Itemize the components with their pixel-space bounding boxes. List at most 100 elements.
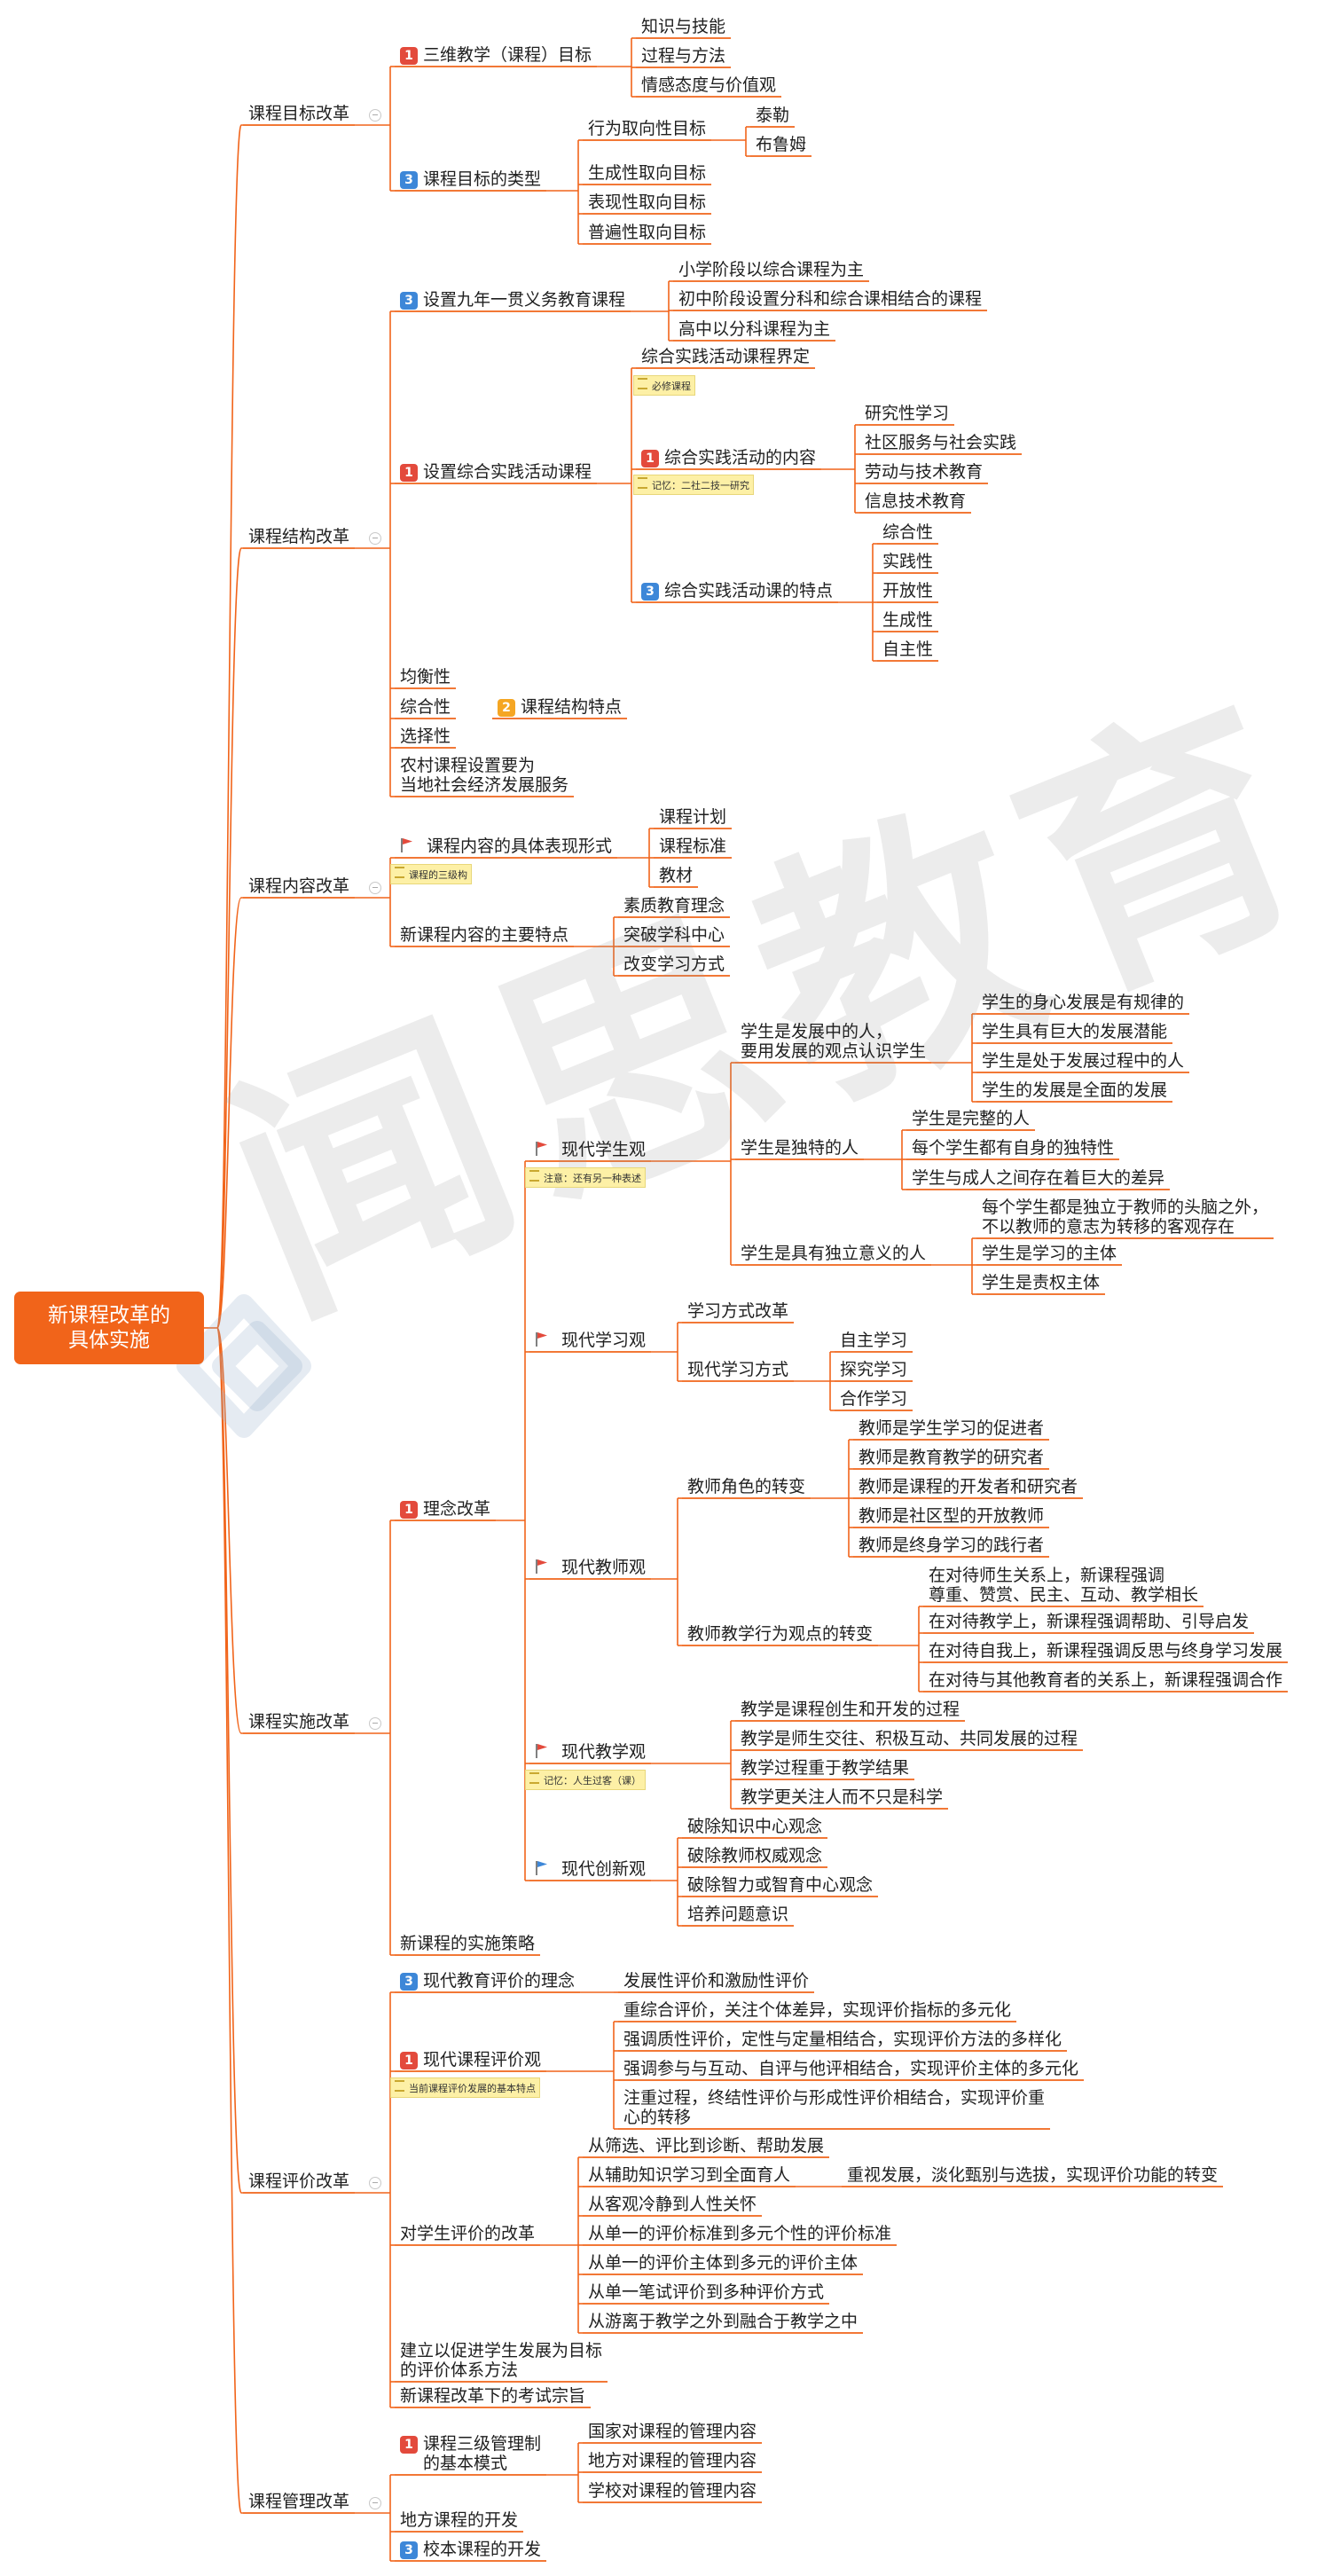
goal-item[interactable]: 知识与技能: [641, 17, 726, 36]
teacher-role-item[interactable]: 教师是社区型的开放教师: [859, 1506, 1045, 1526]
content-feature-item[interactable]: 突破学科中心: [623, 925, 725, 945]
learning-reform[interactable]: 学习方式改革: [687, 1301, 789, 1321]
student-indep-item[interactable]: 学生是责权主体: [982, 1273, 1101, 1292]
student-view[interactable]: 现代学生观: [535, 1140, 646, 1159]
student-dev-item[interactable]: 学生是处于发展过程中的人: [982, 1051, 1185, 1071]
branch-evaluation[interactable]: 课程评价改革: [248, 2172, 350, 2191]
branch-management[interactable]: 课程管理改革: [248, 2492, 350, 2511]
student-dev-item[interactable]: 学生的身心发展是有规律的: [982, 993, 1185, 1012]
evaluation-student-item[interactable]: 从单一的评价标准到多元个性的评价标准: [588, 2224, 892, 2243]
content-form-item[interactable]: 教材: [659, 866, 694, 885]
practice-content-item[interactable]: 劳动与技术教育: [865, 462, 984, 482]
innovation-item[interactable]: 破除知识中心观念: [687, 1817, 823, 1836]
goal-type[interactable]: 生成性取向目标: [588, 163, 707, 183]
evaluation-student-item[interactable]: 从客观冷静到人性关怀: [588, 2195, 757, 2214]
collapse-toggle[interactable]: [369, 109, 381, 122]
evaluation-modern-item[interactable]: 注重过程，终结性评价与形成性评价相结合，实现评价重心的转移: [623, 2088, 1045, 2127]
branch-implement[interactable]: 课程实施改革: [248, 1712, 350, 1732]
goal-type[interactable]: 普遍性取向目标: [588, 223, 707, 242]
evaluation-student-item[interactable]: 从辅助知识学习到全面育人: [588, 2165, 791, 2185]
learning-item[interactable]: 合作学习: [840, 1389, 908, 1409]
innovation-view[interactable]: 现代创新观: [535, 1859, 646, 1879]
student-indep-item[interactable]: 学生是学习的主体: [982, 1244, 1117, 1263]
learning-item[interactable]: 探究学习: [840, 1360, 908, 1379]
content-feature-item[interactable]: 素质教育理念: [623, 896, 725, 915]
root-node[interactable]: 新课程改革的 具体实施: [14, 1292, 204, 1364]
content-forms[interactable]: 课程内容的具体表现形式: [400, 836, 612, 856]
teacher-behavior-item[interactable]: 在对待师生关系上，新课程强调尊重、赞赏、民主、互动、教学相长: [929, 1566, 1198, 1605]
student-indep[interactable]: 学生是具有独立意义的人: [741, 1244, 927, 1263]
student-unique[interactable]: 学生是独特的人: [741, 1138, 859, 1158]
student-dev-item[interactable]: 学生的发展是全面的发展: [982, 1080, 1168, 1100]
practice-content-item[interactable]: 研究性学习: [865, 404, 950, 423]
goal-item[interactable]: 过程与方法: [641, 46, 726, 66]
learning-item[interactable]: 自主学习: [840, 1331, 908, 1350]
management-item[interactable]: 国家对课程的管理内容: [588, 2422, 757, 2441]
branch-structure[interactable]: 课程结构改革: [248, 527, 350, 546]
teaching-item[interactable]: 教学更关注人而不只是科学: [741, 1787, 944, 1807]
goal-type-behavior[interactable]: 行为取向性目标: [588, 119, 707, 138]
student-indep-item[interactable]: 每个学生都是独立于教师的头脑之外，不以教师的意志为转移的客观存在: [982, 1198, 1268, 1237]
structure-trait[interactable]: 均衡性: [400, 667, 451, 687]
evaluation-student-item[interactable]: 从筛选、评比到诊断、帮助发展: [588, 2136, 825, 2156]
teacher-behavior[interactable]: 教师教学行为观点的转变: [687, 1624, 874, 1644]
practice-feature-item[interactable]: 生成性: [882, 610, 934, 630]
practice-feature-item[interactable]: 实践性: [882, 552, 934, 571]
goal-type-person[interactable]: 泰勒: [756, 106, 790, 125]
teacher-role-item[interactable]: 教师是终身学习的践行者: [859, 1535, 1045, 1555]
teaching-item[interactable]: 教学是课程创生和开发的过程: [741, 1700, 960, 1719]
collapse-toggle[interactable]: [369, 2177, 381, 2189]
evaluation-student-item[interactable]: 从单一笔试评价到多种评价方式: [588, 2282, 825, 2302]
content-feature-item[interactable]: 改变学习方式: [623, 954, 725, 974]
teacher-view[interactable]: 现代教师观: [535, 1558, 646, 1577]
teaching-item[interactable]: 教学过程重于教学结果: [741, 1758, 910, 1778]
teaching-view[interactable]: 现代教学观: [535, 1742, 646, 1762]
structure-trait[interactable]: 选择性: [400, 726, 451, 746]
evaluation-student-item[interactable]: 从游离于教学之外到融合于教学之中: [588, 2312, 859, 2331]
content-form-item[interactable]: 课程计划: [659, 807, 727, 827]
management-local[interactable]: 地方课程的开发: [400, 2510, 519, 2530]
teacher-role[interactable]: 教师角色的转变: [687, 1477, 806, 1496]
teacher-behavior-item[interactable]: 在对待与其他教育者的关系上，新课程强调合作: [929, 1670, 1283, 1690]
practice-feature-item[interactable]: 开放性: [882, 581, 934, 601]
goal-item[interactable]: 情感态度与价值观: [641, 75, 777, 95]
practice-define[interactable]: 综合实践活动课程界定: [641, 347, 811, 366]
structure-rural[interactable]: 农村课程设置要为当地社会经济发展服务: [400, 756, 568, 795]
evaluation-exam[interactable]: 新课程改革下的考试宗旨: [400, 2386, 586, 2406]
management-item[interactable]: 学校对课程的管理内容: [588, 2481, 757, 2501]
content-form-item[interactable]: 课程标准: [659, 836, 727, 856]
teacher-behavior-item[interactable]: 在对待自我上，新课程强调反思与终身学习发展: [929, 1641, 1283, 1661]
content-features[interactable]: 新课程内容的主要特点: [400, 925, 569, 945]
implement-strategy[interactable]: 新课程的实施策略: [400, 1934, 536, 1953]
practice-feature-item[interactable]: 自主性: [882, 640, 934, 659]
collapse-toggle[interactable]: [369, 1717, 381, 1730]
nine-year-item[interactable]: 高中以分科课程为主: [678, 319, 831, 339]
teacher-role-item[interactable]: 教师是学生学习的促进者: [859, 1418, 1045, 1438]
goal-type-person[interactable]: 布鲁姆: [756, 135, 807, 154]
innovation-item[interactable]: 破除教师权威观念: [687, 1846, 823, 1865]
innovation-item[interactable]: 破除智力或智育中心观念: [687, 1875, 874, 1895]
teaching-item[interactable]: 教学是师生交往、积极互动、共同发展的过程: [741, 1729, 1078, 1748]
collapse-toggle[interactable]: [369, 532, 381, 545]
student-unique-item[interactable]: 每个学生都有自身的独特性: [912, 1138, 1115, 1158]
branch-goals[interactable]: 课程目标改革: [248, 104, 350, 123]
evaluation-idea-item[interactable]: 发展性评价和激励性评价: [623, 1971, 810, 1991]
practice-content-item[interactable]: 信息技术教育: [865, 491, 967, 511]
innovation-item[interactable]: 培养问题意识: [687, 1905, 789, 1924]
evaluation-modern-item[interactable]: 重综合评价，关注个体差异，实现评价指标的多元化: [623, 2000, 1012, 2020]
student-unique-item[interactable]: 学生是完整的人: [912, 1109, 1031, 1128]
practice-content-item[interactable]: 社区服务与社会实践: [865, 433, 1017, 452]
practice-feature-item[interactable]: 综合性: [882, 522, 934, 542]
goal-type[interactable]: 表现性取向目标: [588, 192, 707, 212]
branch-content[interactable]: 课程内容改革: [248, 876, 350, 896]
